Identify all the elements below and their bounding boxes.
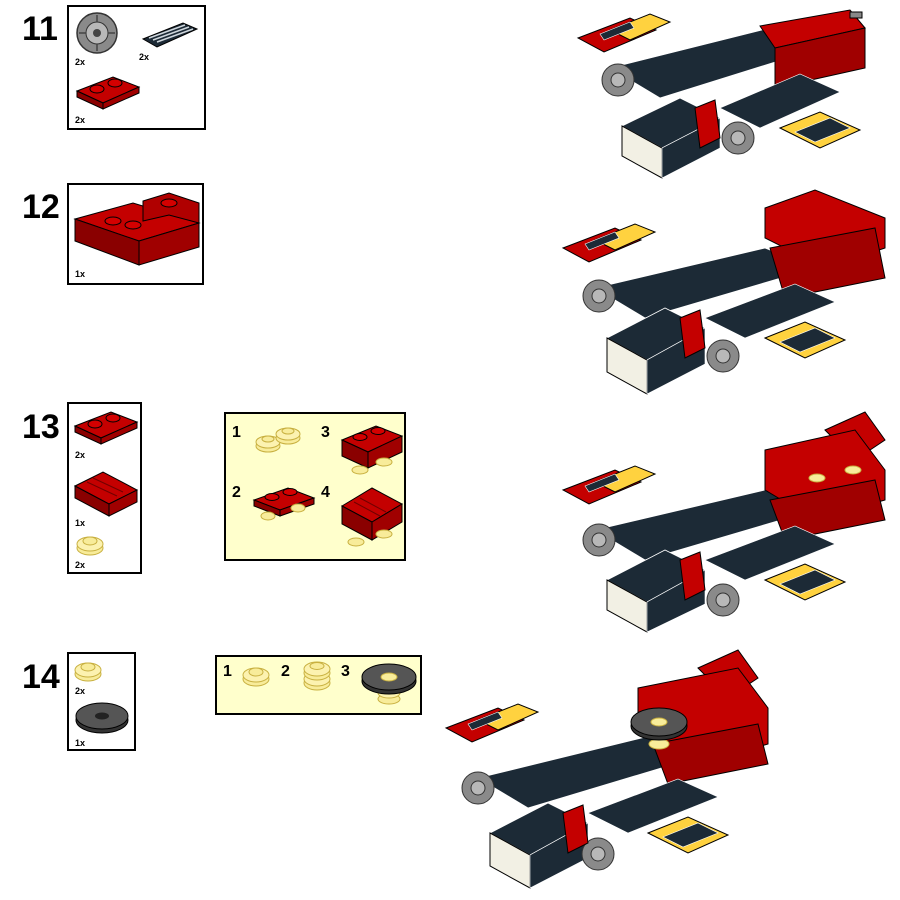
plane-model-step-13 (561, 411, 886, 633)
stacked-yellow-round-plates-icon (303, 661, 331, 691)
yellow-round-plate-icon (76, 536, 104, 556)
part-qty: 1x (75, 738, 86, 748)
parts-list-step-14: 2x 1x (67, 652, 136, 751)
part-qty: 2x (75, 560, 86, 570)
yellow-round-plate-icon (242, 667, 270, 687)
part-qty: 1x (75, 518, 86, 528)
red-slope-assembly-icon (340, 487, 404, 547)
part-qty: 2x (75, 686, 86, 696)
part-qty: 1x (75, 269, 86, 279)
part-qty: 2x (75, 115, 86, 125)
substep-number: 2 (232, 484, 241, 501)
substep-number: 3 (341, 663, 350, 680)
red-plate-1x2-icon (73, 411, 139, 445)
substep-number: 4 (321, 484, 330, 501)
step-number-11: 11 (22, 10, 58, 48)
plane-model-step-14 (444, 649, 769, 889)
yellow-round-plates-icon (255, 427, 301, 453)
gray-wheel-icon (76, 12, 118, 54)
step-number-14: 14 (22, 658, 60, 696)
substep-number: 3 (321, 424, 330, 441)
substep-panel-step-13: 1 3 2 4 (224, 412, 406, 561)
part-qty: 2x (75, 57, 86, 67)
red-wedge-plate-icon (73, 192, 201, 266)
plane-model-step-11 (576, 9, 866, 179)
red-plate-1x2-icon (75, 76, 141, 110)
substep-number: 2 (281, 663, 290, 680)
red-plate-on-round-plates-icon (340, 425, 404, 475)
part-qty: 2x (75, 450, 86, 460)
parts-list-step-12: 1x (67, 183, 204, 285)
dark-gray-round-tile-icon (75, 702, 129, 734)
yellow-round-plate-icon (74, 662, 102, 682)
parts-list-step-13: 2x 1x 2x (67, 402, 142, 574)
red-plate-with-yellow-plates-icon (252, 487, 316, 521)
substep-number: 1 (223, 663, 232, 680)
round-tile-on-plates-icon (361, 663, 417, 705)
step-number-13: 13 (22, 408, 60, 446)
step-number-12: 12 (22, 188, 60, 226)
substep-panel-step-14: 1 2 3 (215, 655, 422, 715)
parts-list-step-11: 2x 2x 2x (67, 5, 206, 130)
plane-model-step-12 (561, 189, 886, 395)
substep-number: 1 (232, 424, 241, 441)
black-grille-plate-icon (141, 22, 199, 48)
part-qty: 2x (139, 52, 150, 62)
red-slope-brick-icon (73, 471, 139, 517)
